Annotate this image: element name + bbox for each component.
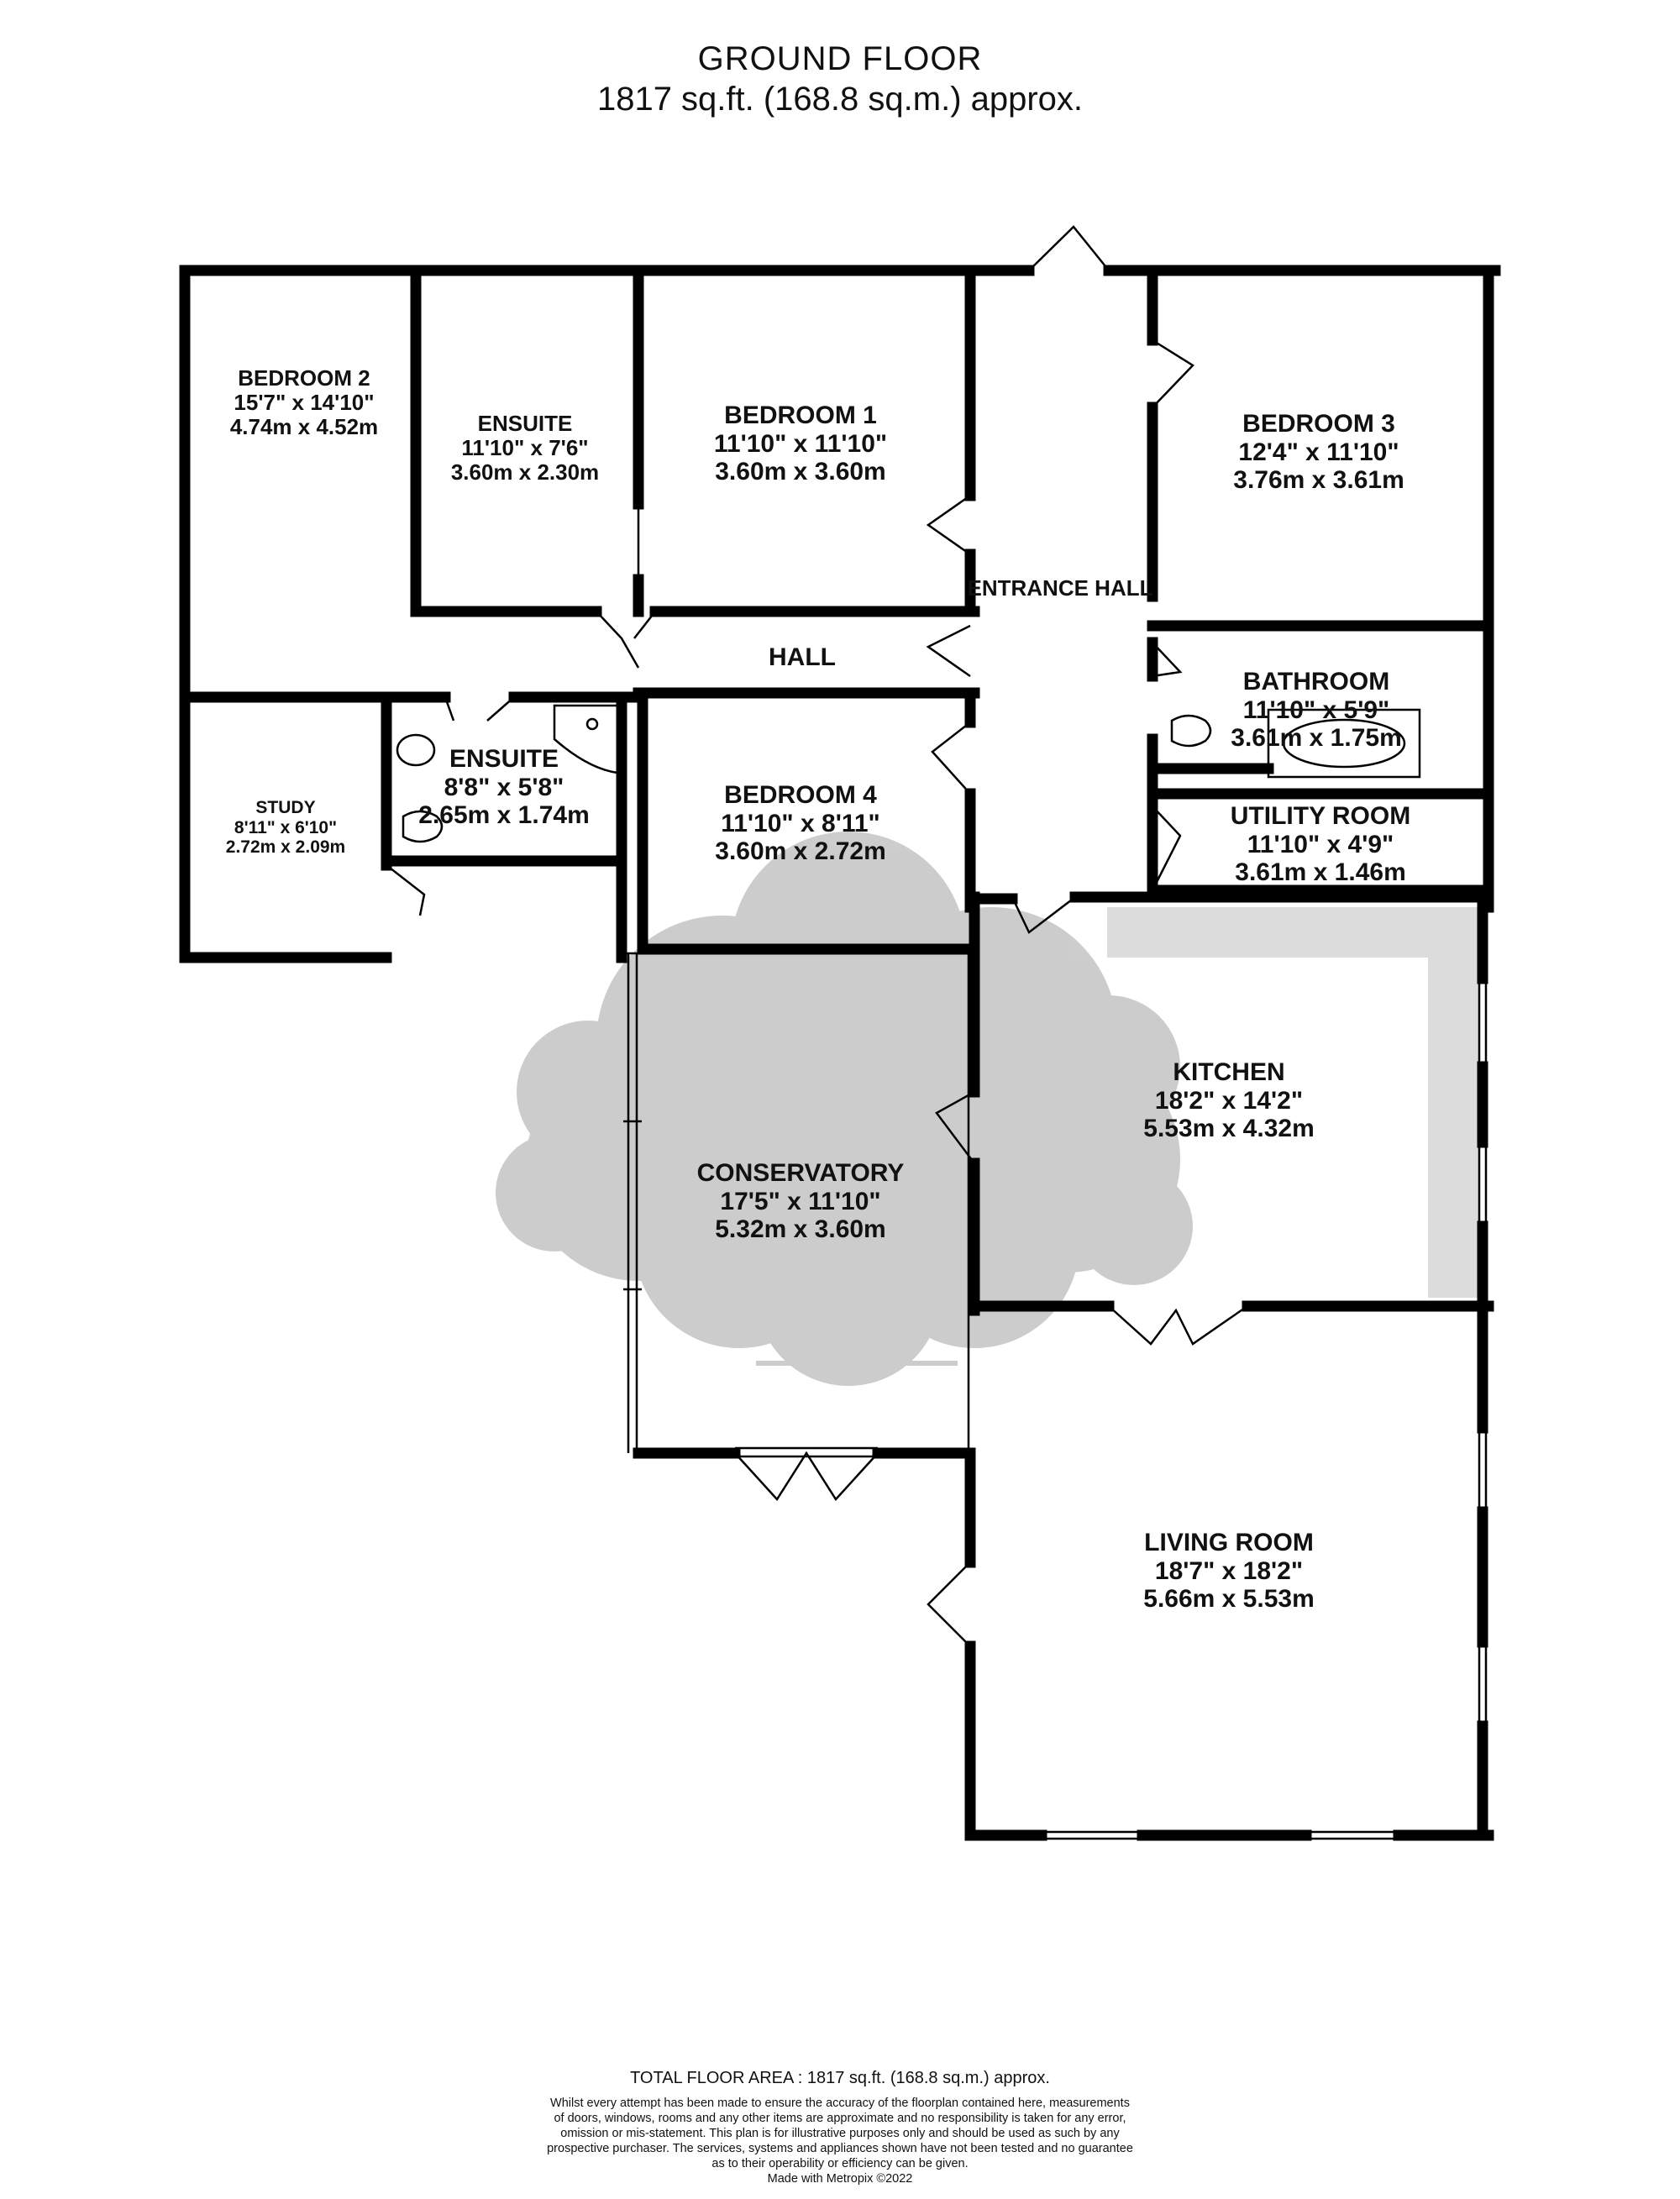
room-metric: 2.65m x 1.74m	[418, 801, 590, 830]
room-metric: 5.53m x 4.32m	[1143, 1115, 1315, 1143]
room-label-living-room: LIVING ROOM 18'7" x 18'2" 5.66m x 5.53m	[1143, 1529, 1314, 1614]
room-metric: 4.74m x 4.52m	[229, 414, 379, 440]
room-name: BEDROOM 2	[238, 365, 370, 391]
room-name: UTILITY ROOM	[1230, 802, 1411, 830]
room-name: BEDROOM 4	[724, 781, 877, 809]
room-label-ensuite-1: ENSUITE 11'10" x 7'6" 3.60m x 2.30m	[450, 411, 600, 485]
total-floor-area: TOTAL FLOOR AREA : 1817 sq.ft. (168.8 sq…	[630, 2069, 1050, 2087]
room-label-conservatory: CONSERVATORY 17'5" x 11'10" 5.32m x 3.60…	[697, 1159, 905, 1244]
room-label-bedroom-3: BEDROOM 3 12'4" x 11'10" 3.76m x 3.61m	[1233, 410, 1404, 495]
room-label-kitchen: KITCHEN 18'2" x 14'2" 5.53m x 4.32m	[1143, 1058, 1314, 1143]
room-metric: 2.72m x 2.09m	[225, 837, 346, 858]
disclaimer-line: omission or mis-statement. This plan is …	[560, 2127, 1120, 2140]
floor-area: 1817 sq.ft. (168.8 sq.m.) approx.	[596, 81, 1084, 118]
doors	[386, 225, 1421, 1647]
room-name: ENTRANCE HALL	[967, 575, 1153, 601]
room-metric: 3.60m x 3.60m	[715, 458, 886, 486]
room-label-bathroom: BATHROOM 11'10" x 5'9" 3.61m x 1.75m	[1231, 668, 1401, 753]
room-name: ENSUITE	[449, 745, 559, 773]
room-label-hall: HALL	[769, 643, 836, 672]
disclaimer-line: Whilst every attempt has been made to en…	[550, 2097, 1130, 2110]
disclaimer-line: as to their operability or efficiency ca…	[711, 2157, 969, 2170]
room-label-utility-room: UTILITY ROOM 11'10" x 4'9" 3.61m x 1.46m	[1231, 802, 1410, 887]
room-imperial: 17'5" x 11'10"	[720, 1187, 881, 1215]
room-name: HALL	[769, 643, 836, 671]
room-imperial: 8'11" x 6'10"	[234, 817, 338, 837]
room-label-bedroom-4: BEDROOM 4 11'10" x 8'11" 3.60m x 2.72m	[715, 781, 885, 866]
room-name: LIVING ROOM	[1144, 1529, 1314, 1556]
room-name: CONSERVATORY	[696, 1159, 905, 1187]
room-imperial: 8'8" x 5'8"	[444, 773, 564, 801]
room-metric: 3.76m x 3.61m	[1233, 466, 1404, 495]
room-imperial: 15'7" x 14'10"	[234, 390, 375, 416]
room-imperial: 11'10" x 5'9"	[1242, 695, 1390, 724]
room-metric: 5.66m x 5.53m	[1143, 1585, 1315, 1614]
room-name: STUDY	[255, 798, 316, 817]
disclaimer-line: of doors, windows, rooms and any other i…	[554, 2112, 1126, 2125]
room-metric: 5.32m x 3.60m	[715, 1215, 886, 1244]
room-name: BEDROOM 3	[1242, 410, 1395, 438]
room-imperial: 11'10" x 4'9"	[1247, 830, 1394, 858]
room-imperial: 11'10" x 8'11"	[721, 809, 880, 837]
room-imperial: 18'7" x 18'2"	[1154, 1556, 1304, 1585]
room-label-bedroom-2: BEDROOM 2 15'7" x 14'10" 4.74m x 4.52m	[229, 365, 379, 440]
room-imperial: 18'2" x 14'2"	[1154, 1086, 1304, 1115]
room-name: BEDROOM 1	[724, 401, 877, 429]
room-imperial: 12'4" x 11'10"	[1238, 438, 1399, 466]
kitchen-worktop	[1107, 907, 1478, 1298]
room-name: ENSUITE	[477, 411, 573, 436]
room-imperial: 11'10" x 7'6"	[461, 435, 589, 461]
room-metric: 3.60m x 2.30m	[450, 459, 600, 485]
room-metric: 3.61m x 1.46m	[1235, 858, 1406, 887]
room-imperial: 11'10" x 11'10"	[713, 429, 888, 458]
room-metric: 3.60m x 2.72m	[715, 837, 886, 866]
room-label-ensuite-2: ENSUITE 8'8" x 5'8" 2.65m x 1.74m	[418, 745, 589, 830]
disclaimer-line: prospective purchaser. The services, sys…	[547, 2142, 1133, 2155]
metropix-credit: Made with Metropix ©2022	[767, 2172, 913, 2186]
room-name: KITCHEN	[1173, 1058, 1285, 1086]
windows	[248, 265, 1494, 1840]
room-label-entrance-hall: ENTRANCE HALL	[967, 575, 1153, 601]
floor-title: GROUND FLOOR	[697, 40, 983, 77]
room-label-bedroom-1: BEDROOM 1 11'10" x 11'10" 3.60m x 3.60m	[714, 401, 887, 486]
room-label-study: STUDY 8'11" x 6'10" 2.72m x 2.09m	[226, 798, 345, 858]
walls	[179, 265, 1501, 1841]
room-metric: 3.61m x 1.75m	[1231, 724, 1402, 753]
room-name: BATHROOM	[1242, 668, 1390, 695]
